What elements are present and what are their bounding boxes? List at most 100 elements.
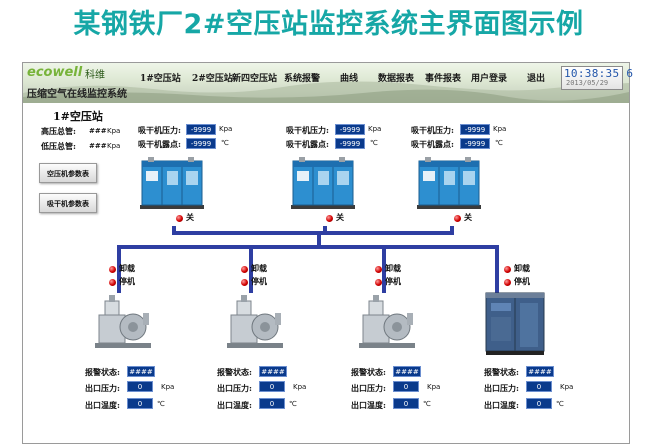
dryer-2-image [291, 157, 355, 209]
compressor-1-temp-unit: ℃ [157, 400, 165, 408]
dryer-2-pressure-unit: Kpa [368, 125, 382, 133]
dryer-1-status-led [176, 215, 183, 222]
hmi-window: ecowell 科维 压缩空气在线监控系统 1#空压站 2#空压站 新四空压站 … [22, 62, 633, 444]
low-pressure-label: 低压总管: [41, 141, 76, 151]
compressor-2-unload-led [241, 266, 248, 273]
dryer-3-status: 关 [464, 212, 472, 222]
compressor-4-temp-value: 0 [526, 398, 552, 409]
low-pressure-unit: Kpa [107, 142, 121, 150]
header-bar: ecowell 科维 压缩空气在线监控系统 1#空压站 2#空压站 新四空压站 … [23, 63, 633, 103]
dryer-3-dew-value: -9999 [460, 138, 490, 149]
dryer-3-dew-unit: ℃ [495, 139, 503, 147]
compressor-4-stop-led [504, 279, 511, 286]
compressor-2-pressure-value: 0 [259, 381, 285, 392]
clock-time: 10:38:35 6 [564, 67, 633, 80]
dryer-3-pressure-unit: Kpa [493, 125, 507, 133]
dryer-3-pressure-label: 吸干机压力: [411, 125, 454, 135]
compressor-2-pressure-label: 出口压力: [217, 383, 252, 393]
compressor-2-stop-led [241, 279, 248, 286]
compressor-3-temp-unit: ℃ [423, 400, 431, 408]
dryer-2-pressure-label: 吸干机压力: [286, 125, 329, 135]
pipe-dryer-1-drop [172, 226, 176, 234]
pipe-compressor-1-drop [117, 245, 121, 293]
compressor-3-pressure-label: 出口压力: [351, 383, 386, 393]
clock-date: 2013/05/29 [566, 79, 609, 87]
compressor-4-alarm-value: #### [526, 366, 554, 377]
dryer-1-image [140, 157, 204, 209]
compressor-4-image [485, 292, 545, 355]
nav-data-report[interactable]: 数据报表 [378, 74, 415, 84]
pipe-dryer-3-drop [450, 226, 454, 234]
brand-logo: ecowell [27, 65, 83, 80]
compressor-4-temp-unit: ℃ [556, 400, 564, 408]
compressor-2-status-stop: 停机 [251, 276, 267, 286]
nav-station-1[interactable]: 1#空压站 [140, 74, 181, 84]
nav-exit[interactable]: 退出 [527, 74, 546, 84]
page-title: 某钢铁厂2#空压站监控系统主界面图示例 [73, 9, 584, 40]
nav-station-2[interactable]: 2#空压站 [192, 74, 233, 84]
nav-station-new4[interactable]: 新四空压站 [232, 74, 278, 84]
dryer-1-dew-unit: ℃ [221, 139, 229, 147]
pipe-compressor-2-drop [249, 245, 253, 293]
compressor-4-unload-led [504, 266, 511, 273]
dryer-2-status-led [326, 215, 333, 222]
compressor-3-status-stop: 停机 [385, 276, 401, 286]
compressor-1-alarm-value: #### [127, 366, 155, 377]
dryer-3-status-led [454, 215, 461, 222]
dryer-1-dew-label: 吸干机露点: [138, 139, 181, 149]
compressor-4-temp-label: 出口温度: [484, 400, 519, 410]
compressor-1-unload-led [109, 266, 116, 273]
compressor-1-temp-label: 出口温度: [85, 400, 120, 410]
compressor-3-image [359, 295, 415, 348]
dryer-2-dew-unit: ℃ [370, 139, 378, 147]
compressor-1-status-unload: 卸载 [119, 263, 135, 273]
compressor-4-status-unload: 卸载 [514, 263, 530, 273]
compressor-2-temp-label: 出口温度: [217, 400, 252, 410]
dryer-1-status: 关 [186, 212, 194, 222]
nav-user-login[interactable]: 用户登录 [471, 74, 508, 84]
dryer-3-image [417, 157, 481, 209]
compressor-1-image [95, 295, 151, 348]
pipe-compressor-4-drop [495, 245, 499, 293]
compressor-4-status-stop: 停机 [514, 276, 530, 286]
nav-curve[interactable]: 曲线 [340, 74, 359, 84]
clock-time-value: 10:38:35 [564, 67, 620, 80]
compressor-2-temp-value: 0 [259, 398, 285, 409]
compressor-1-pressure-value: 0 [127, 381, 153, 392]
low-pressure-value: ### [89, 142, 107, 150]
compressor-2-status-unload: 卸载 [251, 263, 267, 273]
nav-event-report[interactable]: 事件报表 [425, 74, 462, 84]
compressor-2-pressure-unit: Kpa [293, 383, 307, 391]
station-title: 1#空压站 [53, 110, 103, 123]
brand-logo-cn: 科维 [85, 70, 105, 81]
compressor-1-alarm-label: 报警状态: [85, 367, 120, 377]
clock-panel: 10:38:35 6 2013/05/29 [561, 66, 633, 90]
pipe-main-riser [317, 231, 321, 247]
compressor-1-pressure-label: 出口压力: [85, 383, 120, 393]
compressor-4-pressure-label: 出口压力: [484, 383, 519, 393]
pipe-compressor-3-drop [382, 245, 386, 293]
pipe-dryer-2-drop [323, 226, 327, 234]
nav-system-alarm[interactable]: 系统报警 [284, 74, 321, 84]
pipe-compressor-header [117, 245, 499, 249]
compressor-4-pressure-value: 0 [526, 381, 552, 392]
high-pressure-value: ### [89, 127, 107, 135]
dryer-2-dew-value: -9999 [335, 138, 365, 149]
compressor-3-status-unload: 卸载 [385, 263, 401, 273]
dryer-params-button[interactable]: 吸干机参数表 [39, 193, 97, 213]
dryer-1-dew-value: -9999 [186, 138, 216, 149]
dryer-1-pressure-value: -9999 [186, 124, 216, 135]
high-pressure-unit: Kpa [107, 127, 121, 135]
compressor-1-temp-value: 0 [127, 398, 153, 409]
compressor-2-alarm-value: #### [259, 366, 287, 377]
pipe-dryer-header [172, 231, 454, 235]
compressor-params-button[interactable]: 空压机参数表 [39, 163, 97, 183]
compressor-2-image [227, 295, 283, 348]
dryer-1-pressure-label: 吸干机压力: [138, 125, 181, 135]
compressor-1-status-stop: 停机 [119, 276, 135, 286]
dryer-3-pressure-value: -9999 [460, 124, 490, 135]
compressor-3-temp-value: 0 [393, 398, 419, 409]
compressor-4-pressure-unit: Kpa [560, 383, 574, 391]
high-pressure-label: 高压总管: [41, 126, 76, 136]
header-background [23, 81, 629, 103]
